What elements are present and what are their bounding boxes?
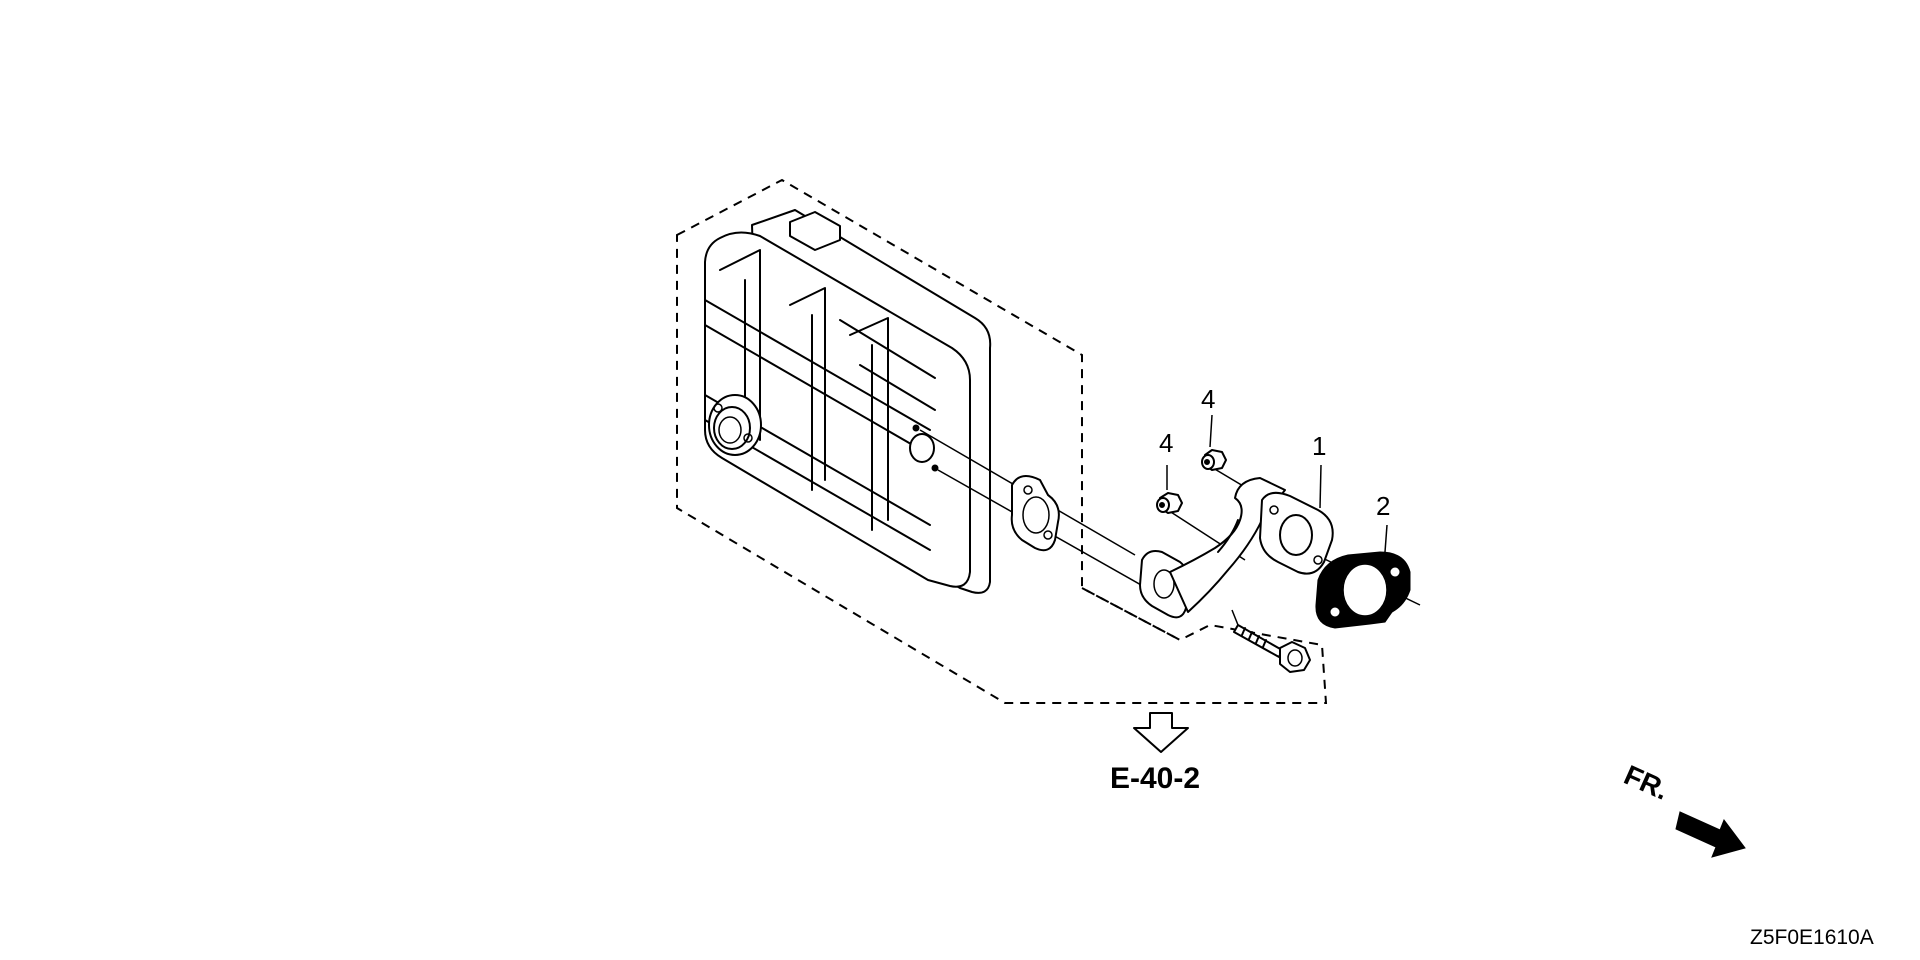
muffler [704,209,992,594]
direction-label: FR. [1620,759,1674,806]
muffler-gasket [1010,475,1060,552]
nut-upper-part-4 [1201,449,1227,471]
exhaust-pipe-part-1 [1139,477,1334,619]
front-arrow-icon [1675,811,1746,858]
callouts: 4 4 1 2 [1159,384,1390,553]
reference-label: E-40-2 [1110,762,1200,795]
assembly-boundary [676,178,1328,704]
callout-part-2: 2 [1376,491,1390,521]
callout-part-1: 1 [1312,431,1326,461]
callout-part-4-lower: 4 [1159,428,1173,458]
reference-arrow: E-40-2 [1110,712,1200,795]
gasket-part-2 [1315,551,1411,629]
front-direction-indicator: FR. [1620,759,1746,858]
callout-part-4-upper: 4 [1201,384,1215,414]
flange-bolt [1233,624,1311,673]
nut-lower-part-4 [1156,492,1183,514]
figure-code: Z5F0E1610A [1750,926,1874,949]
